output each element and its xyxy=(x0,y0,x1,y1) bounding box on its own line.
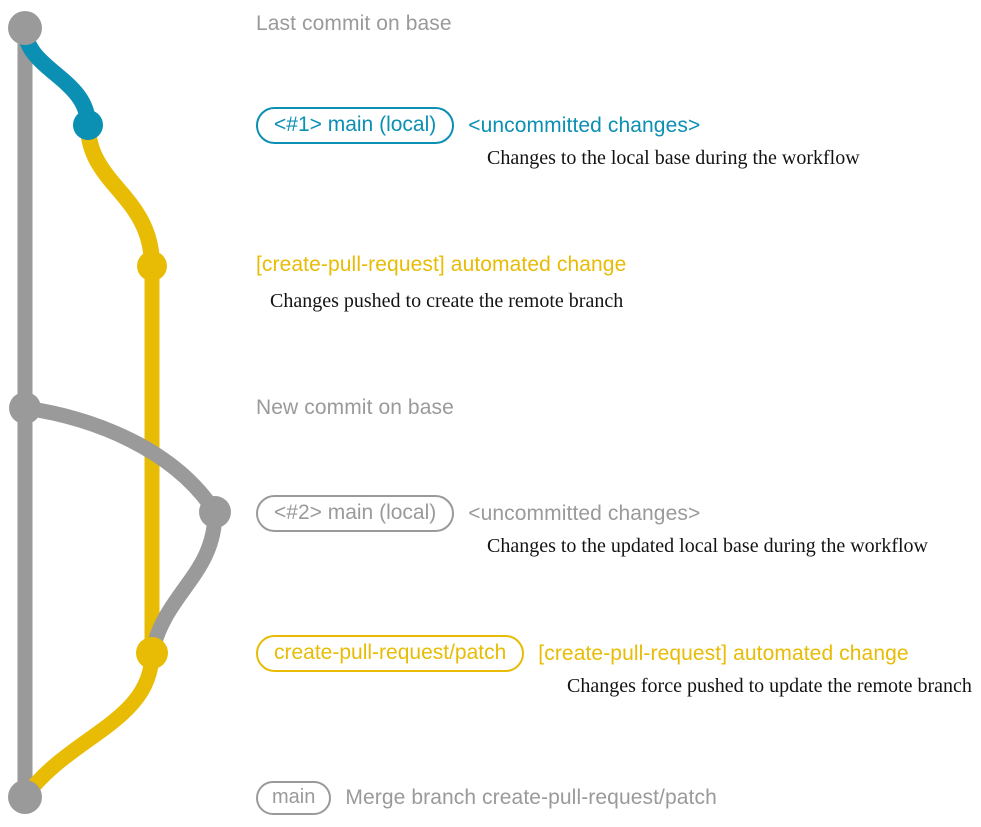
commit-headline: New commit on base xyxy=(256,396,454,419)
commit-headline: [create-pull-request] automated change xyxy=(538,641,909,665)
commit-row-new-base: New commit on base xyxy=(256,396,454,420)
commit-row-last-base: Last commit on base xyxy=(256,12,452,36)
commit-description-local-2: Changes to the updated local base during… xyxy=(487,535,928,557)
commit-headline: Merge branch create-pull-request/patch xyxy=(345,786,717,809)
commit-description-automated-1: Changes pushed to create the remote bran… xyxy=(270,290,624,312)
commit-row-automated-2: create-pull-request/patch [create-pull-r… xyxy=(256,635,909,673)
commit-row-automated-1: [create-pull-request] automated change xyxy=(256,253,626,277)
commit-headline: [create-pull-request] automated change xyxy=(256,253,627,276)
commit-row-local-2: <#2> main (local) <uncommitted changes> xyxy=(256,495,701,533)
commit-description-local-1: Changes to the local base during the wor… xyxy=(487,147,860,169)
commit-headline: Last commit on base xyxy=(256,12,452,35)
commit-row-local-1: <#1> main (local) <uncommitted changes> xyxy=(256,107,701,145)
edge-local-branch-2 xyxy=(17,400,223,520)
ref-pill-main-local-2[interactable]: <#2> main (local) xyxy=(256,495,455,533)
edge-patch-create xyxy=(80,117,160,274)
ref-pill-create-pull-request-patch[interactable]: create-pull-request/patch xyxy=(256,635,525,673)
ref-pill-main-local-1[interactable]: <#1> main (local) xyxy=(256,107,455,145)
edge-patch-merge xyxy=(17,645,160,805)
ref-pill-main[interactable]: main xyxy=(256,781,332,815)
commit-description-automated-2: Changes force pushed to update the remot… xyxy=(567,675,972,697)
commit-node-last-base[interactable] xyxy=(8,11,42,45)
commit-node-new-base[interactable] xyxy=(9,392,41,424)
commit-node-automated-2[interactable] xyxy=(136,637,168,669)
edge-local-2-to-patch xyxy=(144,504,223,661)
commit-headline: <uncommitted changes> xyxy=(468,501,701,525)
commit-node-automated-1[interactable] xyxy=(137,251,167,281)
commit-headline: <uncommitted changes> xyxy=(468,113,701,137)
commit-row-merge: main Merge branch create-pull-request/pa… xyxy=(256,781,717,815)
commit-node-local-1[interactable] xyxy=(73,110,103,140)
commit-node-merge[interactable] xyxy=(8,780,42,814)
commit-node-local-2[interactable] xyxy=(199,496,231,528)
edge-local-branch-1 xyxy=(17,20,96,133)
